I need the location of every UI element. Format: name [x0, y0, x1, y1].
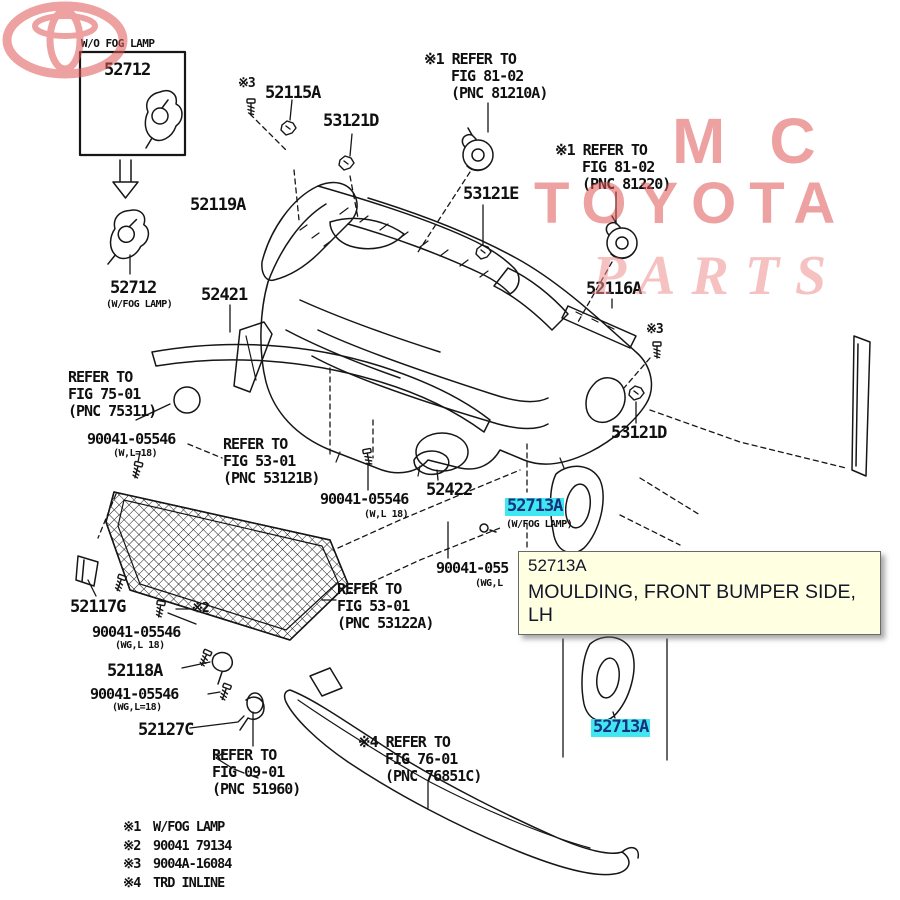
note-90041-1: (W,L=18) [113, 448, 158, 459]
legend-marker-2: ※2 [123, 837, 141, 854]
refer-fig-09-01-line-2: (PNC 51960) [212, 779, 301, 798]
clip-52118A [211, 651, 234, 685]
part-90041-055-trunc: 90041-055 [436, 559, 509, 577]
bracket-52421 [233, 321, 273, 393]
caption-wo-fog-lamp: W/O FOG LAMP [81, 37, 155, 50]
legend-text-1: W/FOG LAMP [153, 819, 225, 835]
part-52116A: 52116A [586, 279, 642, 299]
leader-lines [87, 99, 668, 809]
legend-marker-3: ※3 [123, 856, 141, 872]
refer-fig-53-01-b-line-2: (PNC 53121B) [223, 468, 320, 487]
part-52713A-lower[interactable]: 52713A [591, 717, 651, 737]
lower-grille-mesh [105, 491, 349, 641]
part-tooltip: 52713A MOULDING, FRONT BUMPER SIDE, LH [518, 551, 881, 635]
refer-fig-53-01-b-line-1: FIG 53-01 [223, 451, 296, 470]
upper-grille-frame [261, 181, 520, 295]
refer-fig-81-02-b-line-1: FIG 81-02 [582, 157, 655, 176]
part-52115A: 52115A [265, 83, 321, 103]
dashed-lines [97, 113, 847, 595]
legend-text-3: 9004A-16084 [153, 856, 232, 872]
marker-3-right: ※3 [646, 322, 664, 337]
part-52119A: 52119A [190, 195, 246, 215]
legend-row-1: ※1 W/FOG LAMP [123, 819, 231, 838]
moulding-75311 [151, 343, 491, 472]
part-52421: 52421 [201, 285, 248, 305]
refer-fig-75-01-line-2: (PNC 75311) [68, 401, 157, 420]
part-90041-05546-3: 90041-05546 [92, 623, 181, 641]
part-52422: 52422 [426, 480, 473, 500]
part-52712-boxed: 52712 [104, 60, 151, 80]
legend-text-2: 90041 79134 [153, 837, 232, 854]
marker-3-top: ※3 [238, 76, 256, 91]
clip-small [479, 523, 489, 533]
refer-fig-53-01-a-line-2: (PNC 53122A) [337, 613, 434, 632]
front-spoiler [283, 667, 640, 876]
footnote-legend: ※1 W/FOG LAMP ※2 90041 79134 ※3 9004A-16084 ※4… [123, 819, 232, 894]
refer-fig-81-02-b-line-0: ※1 REFER TO [555, 141, 648, 159]
part-90041-05546-1: 90041-05546 [87, 430, 176, 448]
refer-fig-09-01-line-1: FIG 09-01 [212, 762, 285, 781]
refer-fig-81-02-a-line-0: ※1 REFER TO [424, 50, 517, 68]
refer-fig-75-01-line-0: REFER TO [68, 368, 133, 386]
refer-fig-76-01-line-0: ※4 REFER TO [358, 733, 451, 751]
note-52712-wfog: (W/FOG LAMP) [106, 299, 173, 310]
part-53121E: 53121E [463, 184, 519, 204]
note-90041-trunc: (WG,L [475, 578, 503, 589]
part-52713A-upper[interactable]: 52713A [505, 496, 565, 516]
side-moulding-strip [851, 335, 871, 477]
refer-fig-81-02-a-line-1: FIG 81-02 [451, 66, 524, 85]
legend-marker-1: ※1 [123, 819, 141, 835]
tooltip-description: MOULDING, FRONT BUMPER SIDE, LH [528, 581, 856, 626]
legend-row-3: ※3 9004A-16084 [123, 856, 232, 875]
down-arrow [112, 159, 139, 199]
part-90041-05546-4: 90041-05546 [90, 685, 179, 703]
part-52712-wfog: 52712 [110, 278, 157, 298]
part-53121D-top: 53121D [323, 111, 379, 131]
legend-text-4: TRD INLINE [153, 874, 225, 891]
marker-2: ※2 [192, 601, 210, 616]
legend-marker-4: ※4 [123, 874, 141, 891]
refer-fig-81-02-a-line-2: (PNC 81210A) [451, 83, 548, 102]
note-52713A-upper: (W/FOG LAMP) [506, 519, 573, 530]
tooltip-part-number: 52713A [528, 556, 587, 575]
piece-52422 [413, 450, 450, 476]
refer-fig-09-01-line-0: REFER TO [212, 746, 277, 764]
legend-row-4: ※4 TRD INLINE [123, 875, 231, 894]
refer-fig-81-02-b-line-2: (PNC 81220) [582, 174, 671, 193]
legend-row-2: ※2 90041 79134 [123, 837, 232, 857]
refer-fig-53-01-b-line-0: REFER TO [223, 435, 288, 453]
note-90041-4: (WG,L=18) [112, 702, 162, 713]
refer-fig-53-01-a-line-0: REFER TO [337, 580, 402, 598]
note-90041-3: (WG,L 18) [115, 640, 165, 651]
part-90041-05546-2: 90041-05546 [320, 490, 409, 508]
note-90041-2: (W,L 18) [364, 509, 409, 520]
refer-fig-53-01-a-line-1: FIG 53-01 [337, 596, 410, 615]
part-52118A: 52118A [107, 661, 163, 681]
bracket-52117G [75, 555, 99, 587]
part-53121D-right: 53121D [611, 423, 667, 443]
bracket-52116A [561, 305, 637, 349]
wo-fog-lamp-box [78, 50, 187, 157]
refer-fig-76-01-line-1: FIG 76-01 [385, 749, 458, 768]
part-52127C: 52127C [138, 720, 194, 740]
part-52117G: 52117G [70, 597, 126, 617]
refer-fig-76-01-line-2: (PNC 76851C) [385, 766, 482, 785]
refer-fig-75-01-line-1: FIG 75-01 [68, 384, 141, 403]
